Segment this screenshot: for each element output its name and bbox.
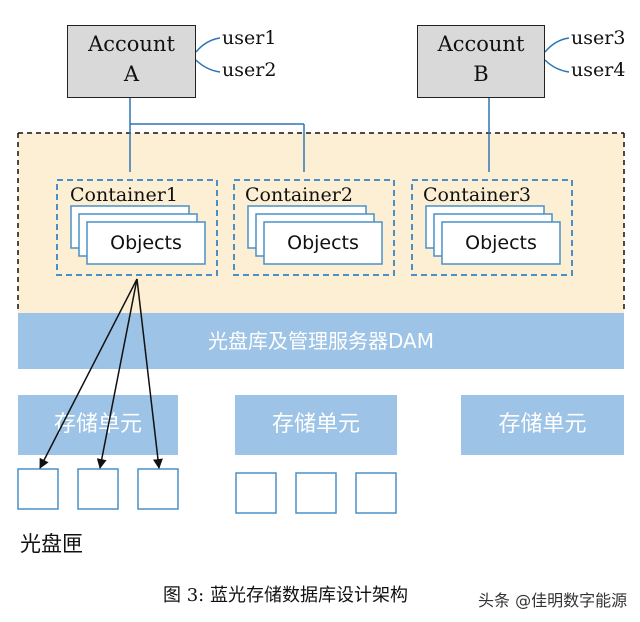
objects-label-3: Objects [465,232,537,254]
storage-unit-3: 存储单元 [461,395,624,455]
watermark: 头条 @佳明数字能源 [478,591,628,610]
account-b-id: B [473,62,489,86]
object-stack-3 [425,205,561,265]
user4-label: user4 [571,59,626,81]
object-stack-1 [70,205,206,265]
account-b-box: Account B [417,25,545,98]
user3-label: user3 [571,27,626,49]
account-connectors [129,98,490,172]
account-a-title: Account [88,32,175,56]
user2-label: user2 [222,59,277,81]
disc-slot [295,472,337,514]
user-connectors [195,37,570,73]
container1-title: Container1 [70,184,178,206]
disc-slot [235,472,277,514]
objects-label-1: Objects [110,232,182,254]
object-stack-2 [247,205,383,265]
storage-unit-2: 存储单元 [235,395,397,455]
disc-slot [77,468,119,510]
arrow-to-slot-3 [136,278,163,469]
user1-label: user1 [222,27,277,49]
disc-cartridge-label: 光盘匣 [20,532,83,556]
disc-slot [17,468,59,510]
container-dashed-boxes [56,179,573,276]
account-a-id: A [123,62,140,86]
arrow-to-slot-1 [39,278,138,469]
container3-title: Container3 [423,184,531,206]
arrow-to-slot-2 [96,278,138,469]
account-b-title: Account [437,32,525,56]
disc-slot [355,472,397,514]
account-a-box: Account A [67,25,196,98]
dam-server-bar: 光盘库及管理服务器DAM [18,313,624,369]
container2-title: Container2 [245,184,353,206]
disc-slot [137,468,179,510]
objects-label-2: Objects [287,232,359,254]
figure-caption: 图 3: 蓝光存储数据库设计架构 [163,585,408,606]
disc-slots [17,468,397,514]
